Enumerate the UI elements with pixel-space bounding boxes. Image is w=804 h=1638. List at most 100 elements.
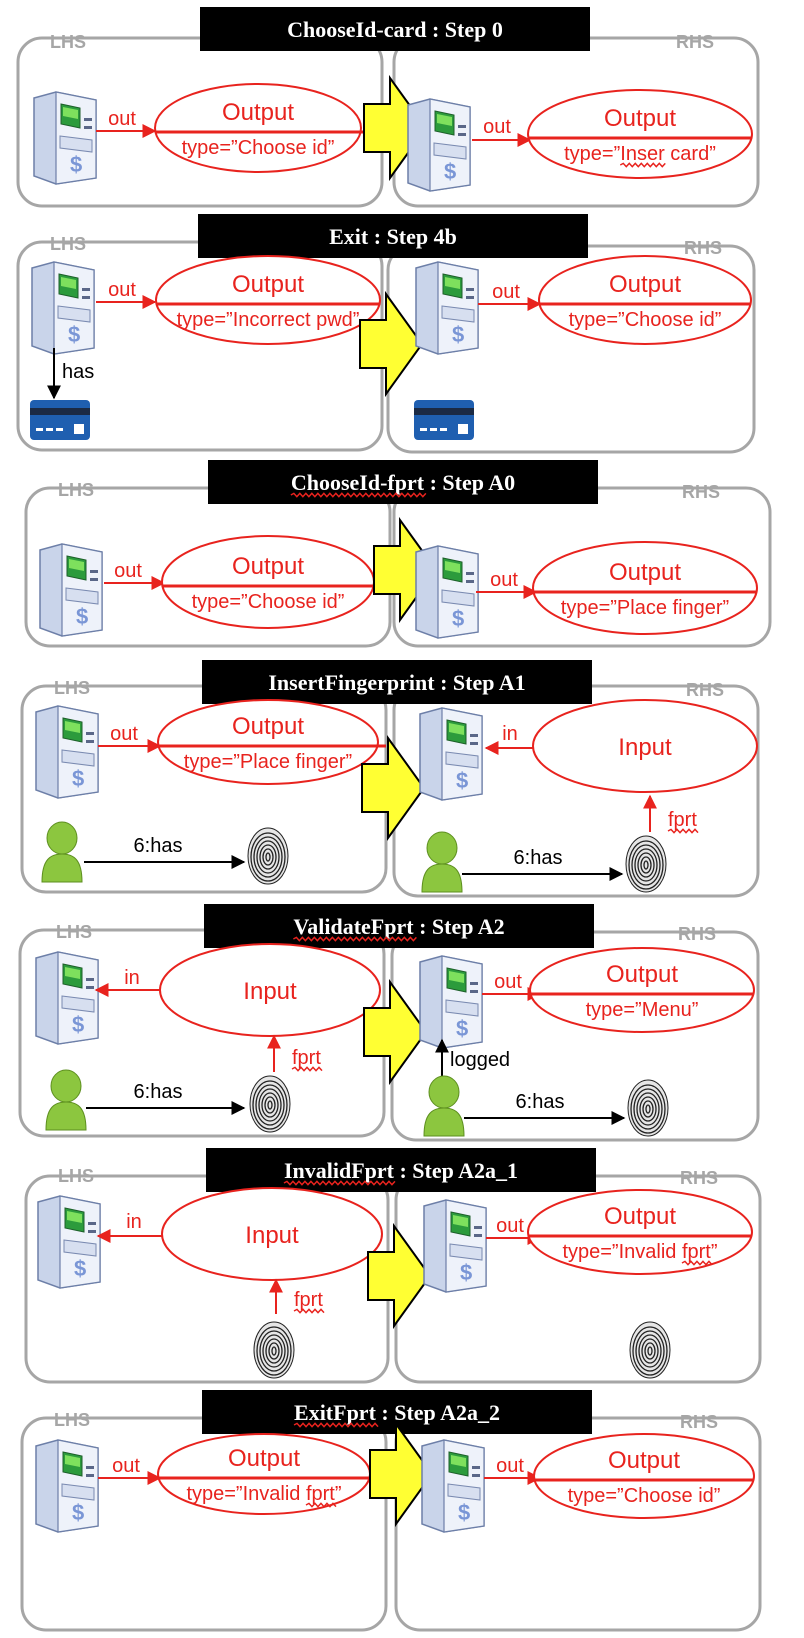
has-label: has [62, 361, 94, 383]
dollar-sign: $ [76, 604, 88, 629]
out-label: out [114, 560, 142, 582]
rule-title: ChooseId-card : Step 0 [287, 17, 503, 42]
atm-icon: $ [419, 955, 483, 1049]
out-label: out [483, 116, 511, 138]
output-type-part: fprt [682, 1241, 711, 1263]
rule-title: ValidateFprt : Step A2 [293, 914, 504, 939]
in-label: in [126, 1211, 142, 1233]
dollar-sign: $ [460, 1260, 472, 1285]
output-type: type=”Inser card” [564, 143, 716, 165]
out-label: out [112, 1455, 140, 1477]
dollar-sign: $ [72, 1500, 84, 1525]
spell-underline [305, 1502, 337, 1508]
rule-title-part: ChooseId-card [287, 17, 426, 42]
out-label: out [490, 569, 518, 591]
fingerprint-icon [247, 827, 289, 885]
rule-title-part: : Step A2a_2 [376, 1400, 500, 1425]
lhs-label: LHS [54, 1410, 90, 1430]
input-node: Input [532, 699, 758, 793]
output-type-part: ” [711, 1241, 718, 1263]
rule-title-part: ValidateFprt [293, 914, 414, 939]
output-title: Output [606, 961, 678, 988]
output-title: Output [228, 1445, 300, 1472]
output-title: Output [232, 713, 304, 740]
has-label: 6:has [134, 1081, 183, 1103]
out-label: out [494, 971, 522, 993]
fingerprint-icon [625, 835, 667, 893]
out-label: out [496, 1215, 524, 1237]
user-icon [41, 821, 83, 883]
lhs-label: LHS [54, 678, 90, 698]
output-title: Output [604, 1203, 676, 1230]
out-label: out [108, 108, 136, 130]
atm-icon: $ [33, 91, 97, 185]
dollar-sign: $ [68, 322, 80, 347]
output-type: type=”Choose id” [182, 137, 335, 159]
output-title: Output [222, 99, 294, 126]
atm-icon: $ [423, 1199, 487, 1293]
atm-icon: $ [39, 543, 103, 637]
output-title: Output [232, 271, 304, 298]
output-node: Output type=”Menu” [529, 947, 755, 1033]
atm-icon: $ [421, 1439, 485, 1533]
user-icon [421, 831, 463, 893]
transform-arrow [363, 978, 428, 1086]
dollar-sign: $ [456, 768, 468, 793]
fprt-label: fprt [292, 1047, 321, 1069]
output-title: Output [609, 271, 681, 298]
dollar-sign: $ [70, 152, 82, 177]
lhs-label: LHS [58, 1166, 94, 1186]
out-label: out [108, 279, 136, 301]
rule-header-bg [204, 904, 594, 948]
rule-title-part: : Step 0 [426, 17, 502, 42]
input-node: Input [159, 943, 381, 1037]
lhs-label: LHS [58, 480, 94, 500]
fingerprint-icon [253, 1321, 295, 1379]
output-type: type=”Menu” [586, 999, 699, 1021]
fingerprint-icon [249, 1075, 291, 1133]
transform-arrow [369, 1420, 434, 1528]
dollar-sign: $ [452, 606, 464, 631]
output-type-part: type=”Invalid [562, 1241, 682, 1263]
rule-title-part: : Step A0 [424, 470, 515, 495]
rhs-label: RHS [682, 482, 720, 502]
fingerprint-icon [629, 1321, 671, 1379]
user-icon [45, 1069, 87, 1131]
dollar-sign: $ [72, 1012, 84, 1037]
output-type: type=”Choose id” [192, 591, 345, 613]
output-type-part: type=”Invalid [186, 1483, 306, 1505]
atm-icon: $ [415, 545, 479, 639]
rhs-label: RHS [680, 1168, 718, 1188]
atm-icon: $ [415, 261, 479, 355]
dollar-sign: $ [444, 159, 456, 184]
rule-title-part: InvalidFprt [284, 1158, 395, 1183]
rule-title-part: : Step A2a_1 [394, 1158, 518, 1183]
output-node: Output type=”Choose id” [154, 83, 381, 173]
output-title: Output [608, 1447, 680, 1474]
output-title: Output [609, 559, 681, 586]
output-type-part: card” [665, 143, 716, 165]
output-node: Output type=”Invalid fprt” [157, 1433, 384, 1515]
input-label: Input [618, 734, 672, 761]
in-label: in [124, 967, 140, 989]
output-type: type=”Invalid fprt” [562, 1241, 717, 1263]
in-label: in [502, 723, 518, 745]
rule-title-part: Exit : Step 4b [329, 224, 457, 249]
output-title: Output [232, 553, 304, 580]
spell-underline [667, 828, 699, 834]
out-label: out [110, 723, 138, 745]
fprt-label: fprt [668, 809, 697, 831]
output-type: type=”Invalid fprt” [186, 1483, 341, 1505]
output-type-part: ” [335, 1483, 342, 1505]
lhs-label: LHS [50, 234, 86, 254]
has-label: 6:has [516, 1091, 565, 1113]
card-icon [414, 400, 474, 440]
spell-underline [619, 162, 666, 168]
spell-underline [293, 936, 417, 942]
